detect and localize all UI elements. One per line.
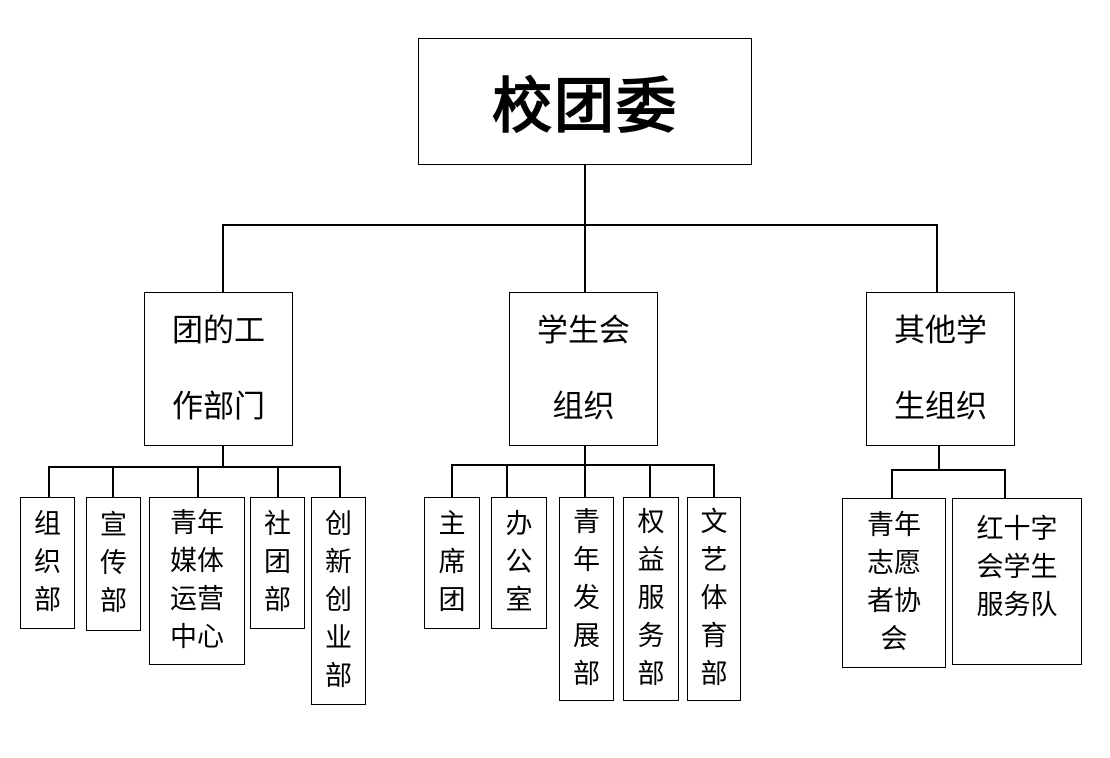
leaf-node: 权 益 服 务 部: [623, 497, 679, 701]
leaf-node: 青 年 发 展 部: [559, 497, 614, 701]
connector-line: [339, 466, 341, 497]
connector-line: [936, 224, 938, 292]
connector-line: [222, 224, 938, 226]
connector-line: [584, 446, 586, 464]
connector-line: [222, 224, 224, 292]
leaf-label: 青 年 发 展 部: [573, 507, 600, 690]
leaf-label: 创 新 创 业 部: [325, 509, 352, 692]
connector-line: [222, 446, 224, 466]
leaf-label: 办 公 室: [505, 509, 533, 616]
leaf-label: 宣 传 部: [100, 510, 127, 617]
leaf-node: 创 新 创 业 部: [311, 497, 366, 705]
leaf-label: 权 益 服 务 部: [637, 507, 665, 690]
connector-line: [1004, 469, 1006, 498]
connector-line: [451, 464, 714, 466]
group-node-other-student-orgs: 其他学 生组织: [866, 292, 1015, 446]
leaf-label: 红十字 会学生 服务队: [976, 514, 1058, 621]
group-label: 学生会 组织: [537, 313, 630, 425]
leaf-node: 文 艺 体 育 部: [687, 497, 741, 701]
connector-line: [451, 464, 453, 497]
leaf-label: 青年 媒体 运营 中心: [170, 508, 224, 653]
connector-line: [277, 466, 279, 497]
connector-line: [506, 464, 508, 497]
connector-line: [938, 446, 940, 469]
leaf-node: 青年 志愿 者协 会: [842, 498, 946, 668]
group-label: 其他学 生组织: [894, 313, 987, 425]
connector-line: [891, 469, 1005, 471]
connector-line: [197, 466, 199, 497]
leaf-label: 组 织 部: [34, 509, 61, 616]
connector-line: [584, 464, 586, 497]
group-label: 团的工 作部门: [172, 313, 265, 425]
connector-line: [48, 466, 50, 497]
root-node: 校团委: [418, 38, 752, 165]
leaf-node: 社 团 部: [250, 497, 305, 629]
connector-line: [584, 164, 586, 224]
root-label: 校团委: [492, 72, 678, 142]
leaf-node: 办 公 室: [491, 497, 547, 629]
connector-line: [48, 466, 340, 468]
connector-line: [713, 464, 715, 497]
group-node-league-work-depts: 团的工 作部门: [144, 292, 293, 446]
connector-line: [649, 464, 651, 497]
group-node-student-union: 学生会 组织: [509, 292, 658, 446]
connector-line: [891, 469, 893, 498]
leaf-node: 青年 媒体 运营 中心: [149, 497, 245, 665]
leaf-label: 文 艺 体 育 部: [700, 507, 728, 690]
connector-line: [112, 466, 114, 497]
leaf-label: 青年 志愿 者协 会: [867, 510, 921, 655]
leaf-node: 组 织 部: [20, 497, 75, 629]
leaf-node: 主 席 团: [424, 497, 480, 629]
connector-line: [584, 224, 586, 292]
leaf-node: 红十字 会学生 服务队: [952, 498, 1082, 665]
leaf-label: 社 团 部: [264, 509, 291, 616]
leaf-label: 主 席 团: [438, 509, 466, 616]
leaf-node: 宣 传 部: [86, 497, 141, 631]
